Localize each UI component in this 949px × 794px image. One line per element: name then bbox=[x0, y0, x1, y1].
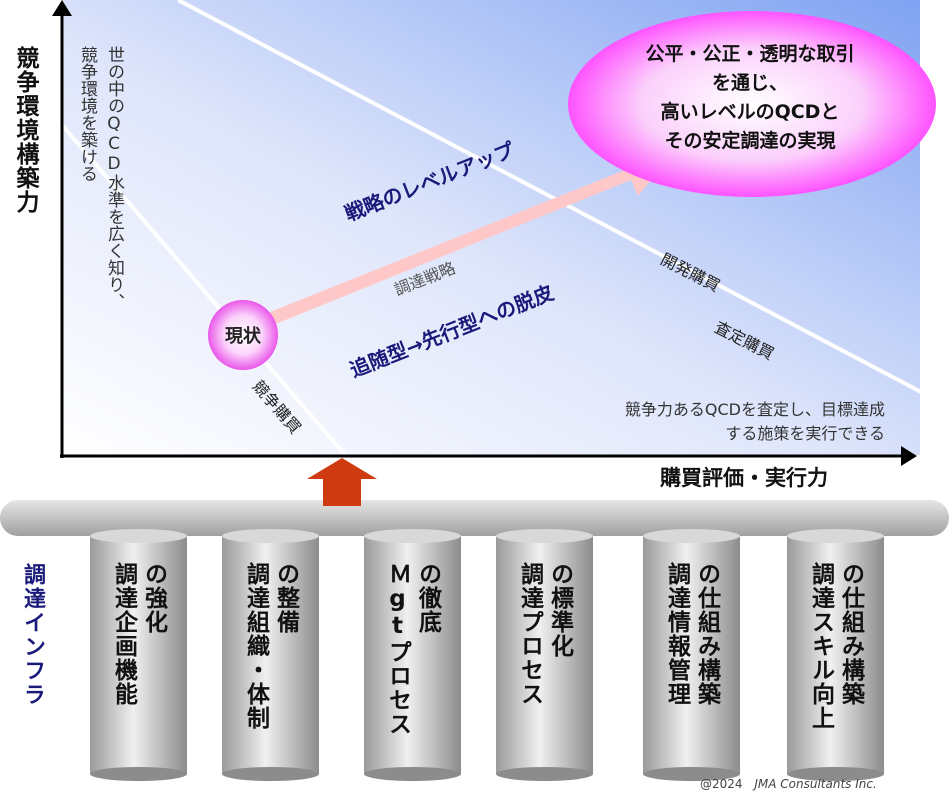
bottom-note-line2: する施策を実行できる bbox=[725, 424, 885, 443]
pillar-line1: 調達組織・体制 bbox=[242, 562, 269, 730]
pillar-information-management: 調達情報管理 の仕組み構築 bbox=[643, 562, 740, 706]
copyright: @2024 JMA Consultants Inc. bbox=[700, 777, 877, 791]
pillar-line1: Ｍgtプロセス bbox=[384, 562, 411, 736]
pillar-process-standardization: 調達プロセス の標準化 bbox=[496, 562, 593, 706]
pillars-shapes bbox=[90, 529, 884, 781]
pillar-line2: の徹底 bbox=[414, 562, 441, 634]
bottom-note: 競争力あるQCDを査定し、目標達成 する施策を実行できる bbox=[540, 398, 885, 446]
x-axis-label: 購買評価・実行力 bbox=[660, 466, 828, 490]
competitive-line bbox=[60, 123, 347, 457]
goal-line: を通じ、 bbox=[711, 72, 788, 94]
pillar-line1: 調達企画機能 bbox=[110, 562, 137, 706]
infrastructure-platform bbox=[0, 500, 949, 536]
x-axis-arrowhead bbox=[901, 446, 917, 466]
goal-line: 高いレベルのQCDと bbox=[660, 101, 840, 123]
current-state-label: 現状 bbox=[225, 326, 261, 347]
pillar-line2: の整備 bbox=[272, 562, 299, 634]
up-arrow bbox=[307, 458, 377, 506]
copyright-year: @2024 bbox=[700, 777, 743, 791]
pillar-management-process: Ｍgtプロセス の徹底 bbox=[364, 562, 461, 736]
company-name: JMA Consultants Inc. bbox=[754, 777, 877, 791]
pillar-line2: の仕組み構築 bbox=[693, 562, 720, 706]
pillar-line2: の強化 bbox=[140, 562, 167, 634]
pillar-line2: の標準化 bbox=[546, 562, 573, 658]
goal-text: 公平・公正・透明な取引 を通じ、 高いレベルのQCDと その安定調達の実現 bbox=[600, 40, 900, 156]
pillar-line2: の仕組み構築 bbox=[837, 562, 864, 706]
y-axis-arrowhead bbox=[52, 0, 72, 16]
goal-line: その安定調達の実現 bbox=[664, 130, 836, 152]
infrastructure-label: 調達インフラ bbox=[20, 563, 45, 707]
pillar-skill-improvement: 調達スキル向上 の仕組み構築 bbox=[787, 562, 884, 730]
bottom-note-line1: 競争力あるQCDを査定し、目標達成 bbox=[624, 400, 885, 419]
pillar-line1: 調達プロセス bbox=[516, 562, 543, 706]
pillar-planning: 調達企画機能 の強化 bbox=[90, 562, 187, 706]
left-note-line2: 競争環境を築ける bbox=[77, 46, 97, 182]
left-note-line1: 世の中のQCD水準を広く知り、 bbox=[104, 46, 124, 310]
pillar-line1: 調達スキル向上 bbox=[807, 562, 834, 730]
y-axis-label: 競争環境構築力 bbox=[12, 46, 38, 214]
pillar-organization: 調達組織・体制 の整備 bbox=[222, 562, 319, 730]
goal-line: 公平・公正・透明な取引 bbox=[645, 43, 855, 65]
current-state-circle bbox=[208, 300, 278, 370]
strategy-arrow bbox=[230, 153, 672, 340]
pillar-line1: 調達情報管理 bbox=[663, 562, 690, 706]
goal-ellipse bbox=[568, 11, 936, 197]
